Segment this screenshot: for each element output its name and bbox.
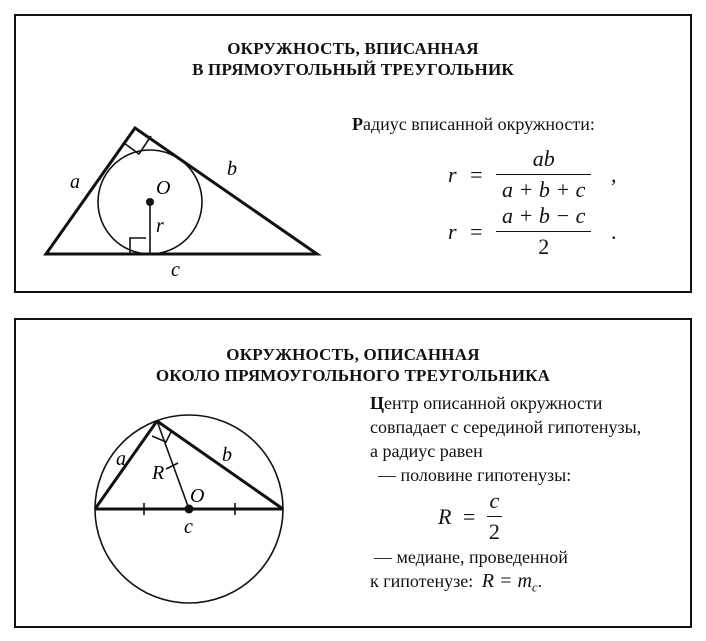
circumscribed-text-line3: а радиус равен [370, 441, 483, 461]
circumscribed-leg-b [156, 419, 284, 511]
circumscribed-circle-card: ОКРУЖНОСТЬ, ОПИСАННАЯ ОКОЛО ПРЯМОУГОЛЬНО… [14, 318, 692, 628]
circumscribed-text-initial: Ц [370, 393, 385, 413]
inscribed-circle-card: ОКРУЖНОСТЬ, ВПИСАННАЯ В ПРЯМОУГОЛЬНЫЙ ТР… [14, 14, 692, 293]
inscribed-label-radius: r [156, 215, 164, 237]
circumscribed-label-b: b [222, 444, 232, 466]
formula1-lhs: r [448, 161, 457, 187]
circumscribed-text-line6: к гипотенузе: R = mc. [370, 570, 542, 599]
formula1-fraction: ab a + b + c [495, 146, 592, 203]
inscribed-title-line2: В ПРЯМОУГОЛЬНЫЙ ТРЕУГОЛЬНИК [192, 60, 514, 79]
formula1-eq: = [470, 161, 483, 187]
circumscribed-text-line6-suffix: . [537, 571, 543, 591]
right-angle-mark-top [123, 135, 152, 156]
circumscribed-median-formula: R = m [481, 570, 532, 592]
formula2-denominator: 2 [538, 234, 550, 259]
circumscribed-title: ОКРУЖНОСТЬ, ОПИСАННАЯ ОКОЛО ПРЯМОУГОЛЬНО… [16, 344, 690, 386]
circ-formula-numerator: c [486, 488, 502, 517]
circumscribed-text-line6-prefix: к гипотенузе: [370, 571, 474, 591]
inscribed-label-c: c [171, 259, 180, 281]
formula1-punct: , [610, 161, 617, 187]
circ-formula-eq: = [462, 503, 476, 529]
inscribed-title: ОКРУЖНОСТЬ, ВПИСАННАЯ В ПРЯМОУГОЛЬНЫЙ ТР… [16, 38, 690, 80]
inscribed-title-line1: ОКРУЖНОСТЬ, ВПИСАННАЯ [227, 39, 479, 58]
inscribed-caption: Радиус вписанной окружности: [352, 113, 595, 135]
formula1-numerator: ab [495, 146, 592, 175]
circumscribed-right-angle-mark [151, 429, 173, 444]
circumscribed-title-line2: ОКОЛО ПРЯМОУГОЛЬНОГО ТРЕУГОЛЬНИКА [155, 366, 551, 385]
circumscribed-text-line4: — половине гипотенузы: [378, 465, 572, 485]
inscribed-triangle [43, 125, 322, 256]
inscribed-formula-2: r = a + b − c 2 . [448, 203, 616, 260]
circumscribed-formula: R = c 2 [438, 488, 502, 545]
formula2-eq: = [470, 218, 483, 244]
circ-formula-denominator: 2 [488, 519, 500, 544]
formula2-lhs: r [448, 218, 457, 244]
circumscribed-title-line1: ОКРУЖНОСТЬ, ОПИСАННАЯ [226, 345, 480, 364]
formula2-punct: . [610, 218, 617, 244]
inscribed-caption-rest: адиус вписанной окружности: [363, 114, 595, 134]
median-tick-mark [165, 462, 179, 470]
circumscribed-text-line1-rest: ентр описанной окружности [384, 393, 603, 413]
formula2-numerator: a + b − c [495, 203, 592, 232]
right-angle-mark-base [129, 237, 146, 254]
circumscribed-text-line5: — медиане, проведенной [374, 547, 568, 567]
circumscribed-median-sub: c [531, 579, 538, 595]
circumscribed-label-a: a [116, 448, 126, 470]
circumscribed-center-dot [184, 504, 194, 514]
inscribed-caption-initial: Р [352, 114, 363, 134]
inscribed-center-dot [146, 198, 154, 206]
circumscribed-label-c: c [184, 516, 193, 538]
formula2-fraction: a + b − c 2 [495, 203, 592, 260]
circumscribed-label-radius: R [151, 462, 164, 484]
circ-formula-fraction: c 2 [486, 488, 502, 545]
circumscribed-label-center: O [190, 485, 204, 507]
inscribed-label-b: b [227, 158, 237, 180]
circ-formula-lhs: R [438, 503, 452, 529]
circumscribed-text-line2: совпадает с серединой гипотенузы, [370, 417, 642, 437]
inscribed-formula-1: r = ab a + b + c , [448, 146, 616, 203]
inscribed-label-center: O [156, 177, 170, 199]
inscribed-diagram: a b c O r [43, 125, 322, 281]
circumscribed-leg-a [93, 420, 159, 510]
formula1-denominator: a + b + c [501, 177, 586, 202]
circumscribed-text-line1: Центр описанной окружности [370, 392, 602, 414]
inscribed-label-a: a [70, 171, 80, 193]
circumscribed-diagram: a b R O c [93, 414, 284, 604]
